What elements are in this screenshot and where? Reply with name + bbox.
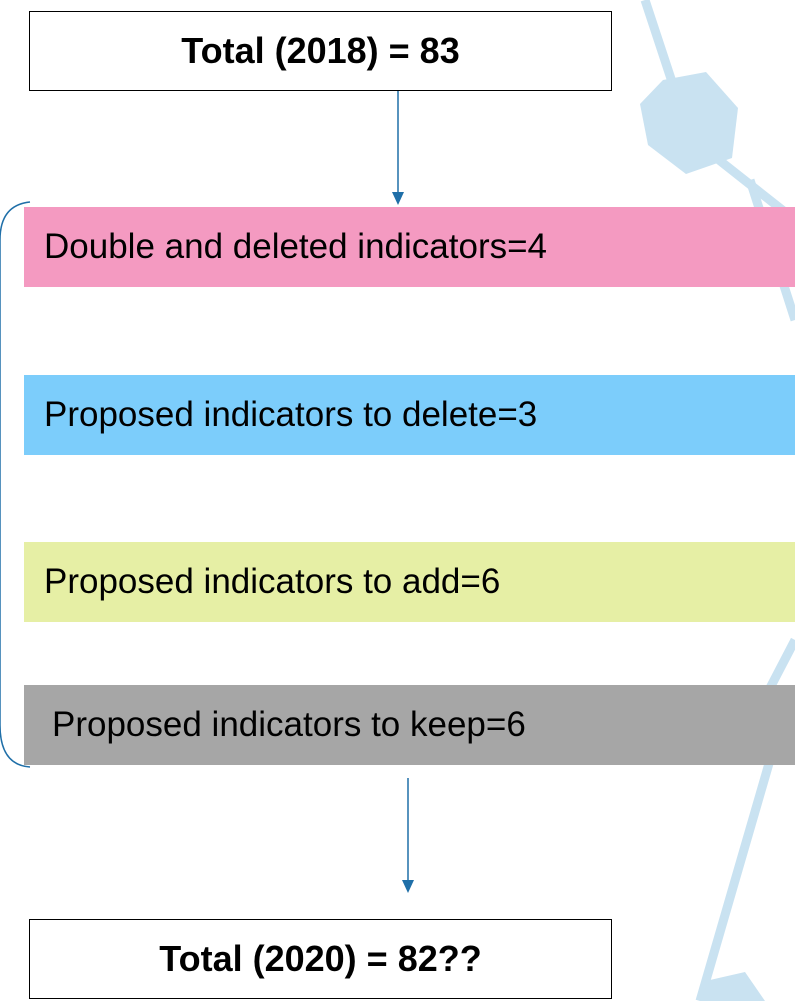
left-bracket [0, 201, 31, 768]
arrow-top-head [392, 192, 404, 205]
arrow-bottom-head [402, 880, 414, 893]
total-2018-label: Total (2018) = 83 [181, 30, 460, 71]
step-proposed-add-label: Proposed indicators to add=6 [44, 562, 501, 601]
step-proposed-delete: Proposed indicators to delete=3 [24, 375, 795, 455]
step-proposed-delete-label: Proposed indicators to delete=3 [44, 395, 538, 434]
total-2020-box: Total (2020) = 82?? [29, 919, 612, 999]
total-2018-box: Total (2018) = 83 [29, 11, 612, 91]
background-molecule-decoration [640, 0, 795, 1001]
total-2020-label: Total (2020) = 82?? [159, 938, 482, 979]
step-proposed-keep: Proposed indicators to keep=6 [24, 685, 795, 765]
step-double-deleted-label: Double and deleted indicators=4 [44, 227, 548, 266]
step-double-deleted: Double and deleted indicators=4 [24, 207, 795, 287]
step-proposed-add: Proposed indicators to add=6 [24, 542, 795, 622]
step-proposed-keep-label: Proposed indicators to keep=6 [52, 705, 526, 744]
